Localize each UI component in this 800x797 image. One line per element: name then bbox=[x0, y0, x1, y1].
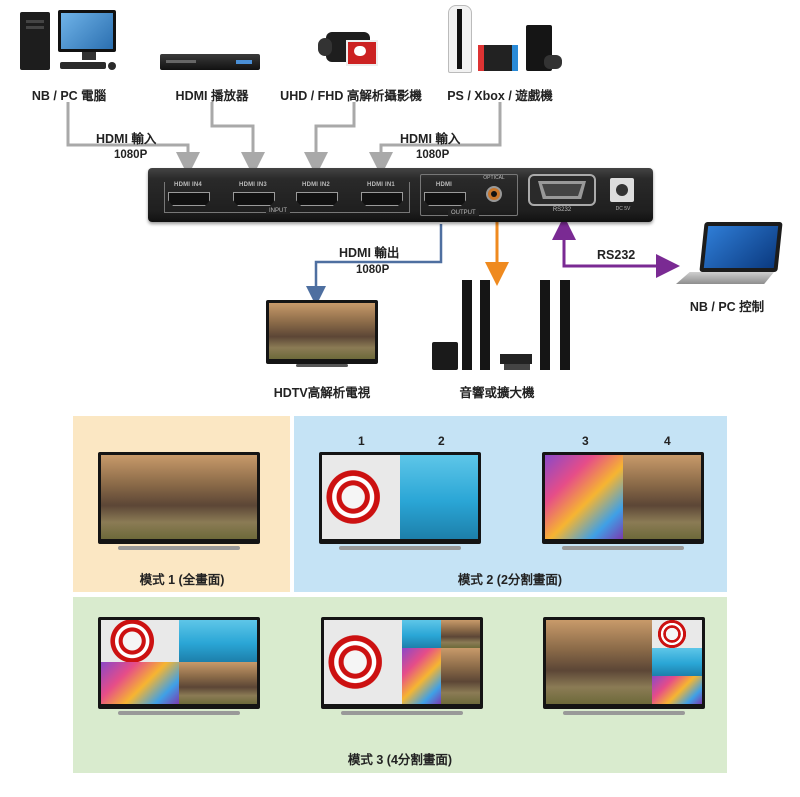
line-console-in1 bbox=[369, 102, 502, 176]
hdtv-caption: HDTV高解析電視 bbox=[273, 386, 371, 400]
line-camera-in2 bbox=[304, 102, 356, 176]
input-left-label: HDMI 輸入 bbox=[96, 132, 157, 146]
mode2-tv-right bbox=[542, 452, 704, 552]
control-caption: NB / PC 控制 bbox=[689, 300, 765, 314]
port-audio: OPTICAL bbox=[483, 175, 505, 202]
hdtv-icon bbox=[266, 300, 378, 370]
mode3-tv-pip-left bbox=[321, 617, 483, 717]
mode2-num-3: 3 bbox=[582, 434, 589, 448]
source-player-label: HDMI 播放器 bbox=[175, 89, 249, 103]
port-rs232: RS232 bbox=[528, 174, 596, 214]
mode3-caption: 模式 3 (4分割畫面) bbox=[347, 753, 453, 767]
mode2-panel: 1 2 3 4 模式 2 (2分割畫面) bbox=[294, 416, 727, 592]
mode2-tv-left bbox=[319, 452, 481, 552]
pc-computer-icon bbox=[20, 10, 118, 72]
output-hdmi-res: 1080P bbox=[356, 264, 390, 276]
mode2-num-2: 2 bbox=[438, 434, 445, 448]
rs232-label: RS232 bbox=[597, 248, 636, 262]
line-hdmi-out bbox=[306, 224, 443, 306]
mode3-tv-quad bbox=[98, 617, 260, 717]
input-connection-lines bbox=[66, 102, 680, 306]
multiviewer-switcher: INPUT HDMI IN4 HDMI IN3 HDMI IN2 HDMI IN… bbox=[148, 168, 653, 222]
audio-caption: 音響或擴大機 bbox=[459, 386, 535, 400]
line-rs232 bbox=[552, 216, 680, 278]
mode1-panel: 模式 1 (全畫面) bbox=[73, 416, 290, 592]
mode2-num-1: 1 bbox=[358, 434, 365, 448]
hdmi-player-icon bbox=[160, 48, 260, 70]
mode2-num-4: 4 bbox=[664, 434, 671, 448]
input-right-label: HDMI 輸入 bbox=[400, 132, 461, 146]
source-pc-label: NB / PC 電腦 bbox=[31, 89, 107, 103]
camcorder-icon bbox=[318, 22, 380, 70]
mode1-tv bbox=[98, 452, 260, 552]
mode3-tv-pip-right bbox=[543, 617, 705, 717]
input-left-res: 1080P bbox=[114, 149, 148, 161]
port-power: DC 5V bbox=[608, 178, 638, 214]
line-player-in3 bbox=[210, 102, 265, 176]
source-camera-label: UHD / FHD 高解析攝影機 bbox=[280, 89, 422, 103]
mode3-panel: 模式 3 (4分割畫面) bbox=[73, 597, 727, 773]
input-group-label: INPUT bbox=[266, 208, 290, 214]
output-hdmi-label: HDMI 輸出 bbox=[339, 246, 400, 260]
source-console-label: PS / Xbox / 遊戲機 bbox=[447, 89, 553, 103]
output-group-label: OUTPUT bbox=[448, 210, 479, 216]
mode2-caption: 模式 2 (2分割畫面) bbox=[457, 573, 563, 587]
input-right-res: 1080P bbox=[416, 149, 450, 161]
mode1-caption: 模式 1 (全畫面) bbox=[139, 573, 225, 587]
laptop-icon bbox=[676, 222, 783, 286]
speaker-system-icon bbox=[430, 278, 582, 370]
line-pc-in4 bbox=[66, 102, 200, 176]
game-console-icon bbox=[448, 5, 566, 75]
